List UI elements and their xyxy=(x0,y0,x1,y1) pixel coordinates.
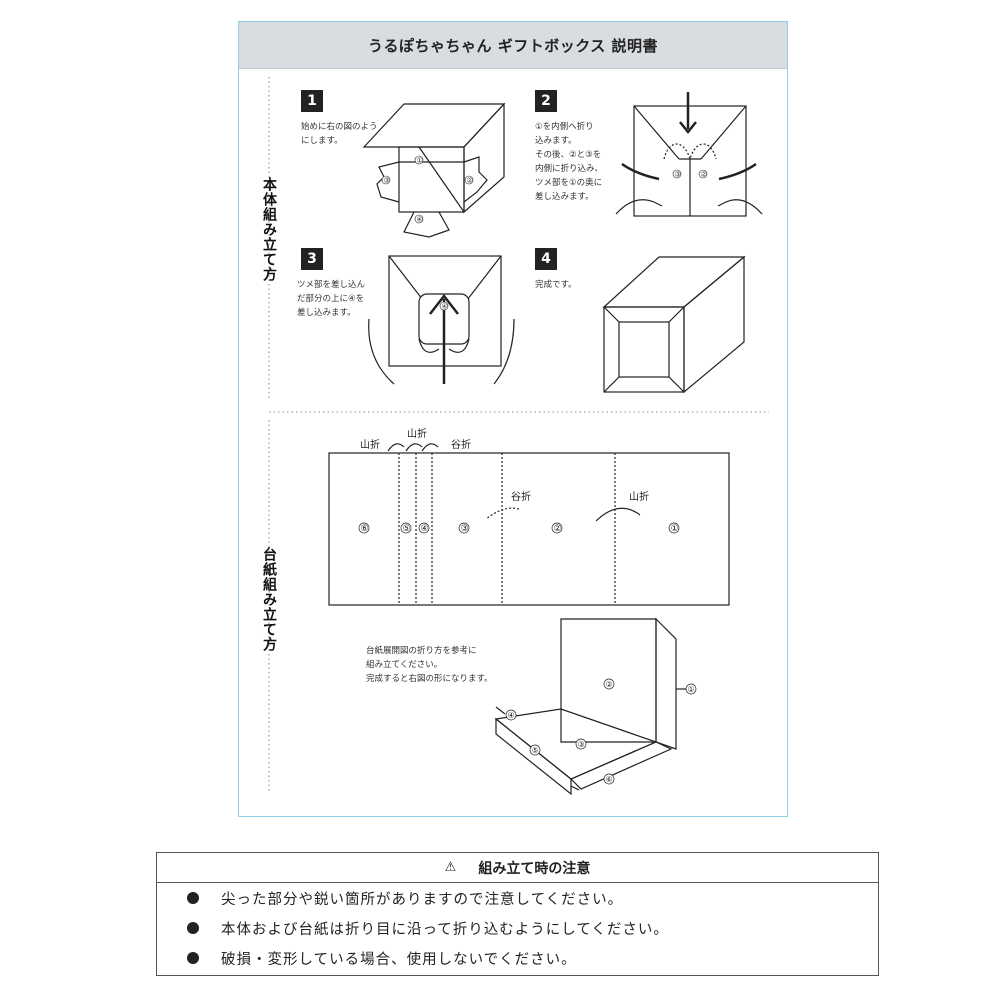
base-assembled-illustration: ② ① ③ ④ ⑤ ⑥ xyxy=(494,617,697,796)
step1-marker-2: ② xyxy=(467,177,473,185)
panel-4-marker: ④ xyxy=(421,524,429,534)
bullet-icon xyxy=(187,952,199,964)
bullet-icon xyxy=(187,922,199,934)
fold-label-mountain-1: 山折 xyxy=(360,440,380,451)
step1-marker-4: ④ xyxy=(417,216,423,224)
step-3-number: 3 xyxy=(301,248,323,270)
section-label-base: 台紙組み立て方 xyxy=(261,547,277,652)
step-4-text: 完成です。 xyxy=(535,280,577,290)
step2-marker-2: ② xyxy=(701,171,707,179)
step-3-illustration: ④ xyxy=(368,255,515,385)
step-4-number: 4 xyxy=(535,248,557,270)
assembled-marker-6: ⑥ xyxy=(606,775,613,784)
section-label-body: 本体組み立て方 xyxy=(261,177,277,282)
instruction-sheet: うるぽちゃちゃん ギフトボックス 説明書 本体組み立て方 台紙組み立て方 1 始… xyxy=(238,21,788,817)
base-flat-layout: ⑥ ⑤ ④ ③ ② ① xyxy=(328,443,730,606)
step-2-number: 2 xyxy=(535,90,557,112)
caution-title: 組み立て時の注意 xyxy=(478,860,591,877)
fold-label-mountain-2: 山折 xyxy=(407,429,427,440)
assembled-marker-3: ③ xyxy=(578,740,585,749)
caution-item: 破損・変形している場合、使用しないでください。 xyxy=(157,943,878,973)
fold-label-valley-2: 谷折 xyxy=(511,492,531,503)
bullet-icon xyxy=(187,892,199,904)
panel-3-marker: ③ xyxy=(461,524,469,534)
assembled-marker-2: ② xyxy=(606,680,613,689)
base-note: 台紙展開図の折り方を参考に 組み立てください。 完成すると右図の形になります。 xyxy=(366,646,493,684)
warning-icon: ⚠ xyxy=(444,860,457,875)
caution-item-text: 本体および台紙は折り目に沿って折り込むようにしてください。 xyxy=(221,921,669,938)
section-dividers xyxy=(268,77,769,792)
step-1-illustration: ① ③ ② ④ xyxy=(362,102,506,238)
step-2-text: ①を内側へ折り 込みます。 その後、②と③を 内側に折り込み、 ツメ部を①の奥に… xyxy=(535,122,604,202)
caution-box: ⚠ 組み立て時の注意 尖った部分や鋭い箇所がありますので注意してください。 本体… xyxy=(156,852,879,976)
caution-item-text: 尖った部分や鋭い箇所がありますので注意してください。 xyxy=(221,891,624,908)
step1-marker-3: ③ xyxy=(384,177,390,185)
panel-1-marker: ① xyxy=(671,524,679,534)
step-1-text: 始めに右の図のよう にします。 xyxy=(301,122,378,146)
assembled-marker-1: ① xyxy=(688,685,695,694)
assembled-marker-4: ④ xyxy=(508,711,515,720)
caution-item: 尖った部分や鋭い箇所がありますので注意してください。 xyxy=(157,883,878,913)
caution-item: 本体および台紙は折り目に沿って折り込むようにしてください。 xyxy=(157,913,878,943)
step2-marker-3: ③ xyxy=(675,171,681,179)
step3-marker-4: ④ xyxy=(442,303,448,311)
step-4-illustration xyxy=(602,255,746,394)
fold-label-mountain-3: 山折 xyxy=(629,492,649,503)
panel-6-marker: ⑥ xyxy=(361,524,369,534)
caution-item-text: 破損・変形している場合、使用しないでください。 xyxy=(221,951,577,968)
step-1-number: 1 xyxy=(301,90,323,112)
panel-2-marker: ② xyxy=(554,524,562,534)
step-2-illustration: ③ ② xyxy=(615,92,763,217)
sheet-title: うるぽちゃちゃん ギフトボックス 説明書 xyxy=(239,22,787,69)
step1-marker-1: ① xyxy=(417,157,423,165)
assembled-marker-5: ⑤ xyxy=(532,746,539,755)
fold-label-valley-1: 谷折 xyxy=(451,440,471,451)
step-3-text: ツメ部を差し込ん だ部分の上に④を 差し込みます。 xyxy=(297,280,366,318)
panel-5-marker: ⑤ xyxy=(403,524,411,534)
caution-header: ⚠ 組み立て時の注意 xyxy=(157,853,878,883)
